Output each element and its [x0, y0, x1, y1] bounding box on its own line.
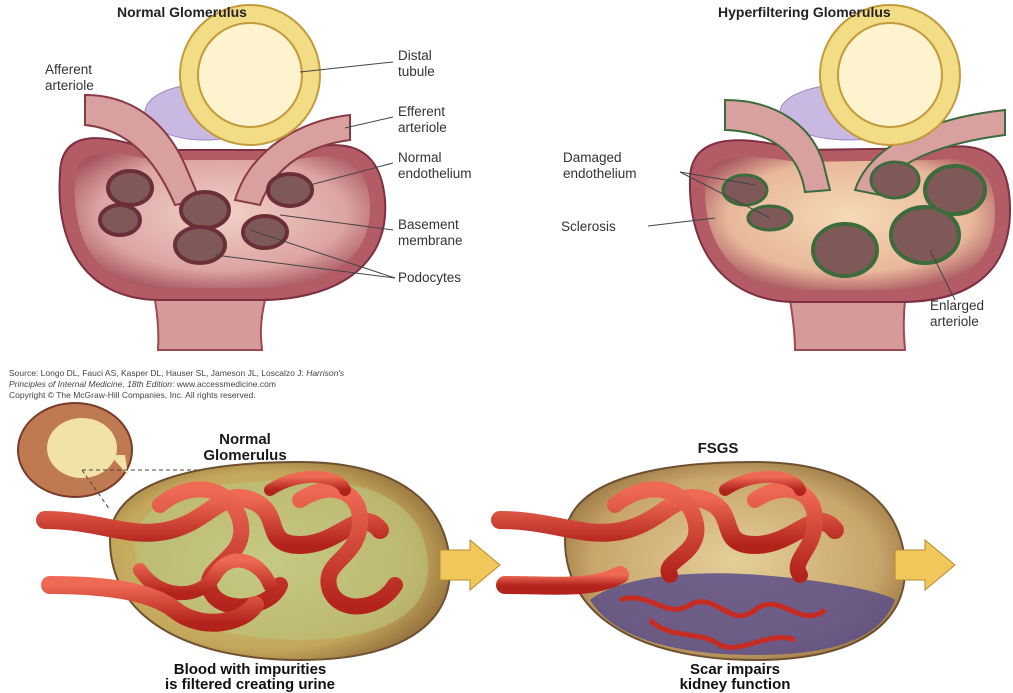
label-normal-endothelium: Normal endothelium [398, 150, 472, 182]
top-right-title: Hyperfiltering Glomerulus [718, 4, 891, 20]
source-citation: Source: Longo DL, Fauci AS, Kasper DL, H… [9, 368, 629, 401]
bottom-right-title: FSGS [668, 441, 768, 457]
label-podocytes: Podocytes [398, 270, 461, 286]
label-damaged-endothelium: Damaged endothelium [563, 150, 637, 182]
bottom-right-caption: Scar impairs kidney function [610, 662, 860, 692]
label-basement-membrane: Basement membrane [398, 217, 463, 249]
label-distal-tubule: Distal tubule [398, 48, 435, 80]
fsgs-glomerulus-3d [500, 462, 955, 660]
label-efferent-arteriole: Efferent arteriole [398, 104, 447, 136]
copyright-notice: Copyright © The McGraw-Hill Companies, I… [9, 390, 256, 400]
label-enlarged-arteriole: Enlarged arteriole [930, 298, 984, 330]
bottom-left-caption: Blood with impurities is filtered creati… [110, 662, 390, 692]
label-afferent-arteriole: Afferent arteriole [45, 62, 94, 94]
top-left-title: Normal Glomerulus [117, 4, 247, 20]
label-sclerosis: Sclerosis [561, 219, 616, 235]
bottom-left-title: Normal Glomerulus [170, 432, 320, 464]
normal-glomerulus-drawing [60, 5, 395, 350]
